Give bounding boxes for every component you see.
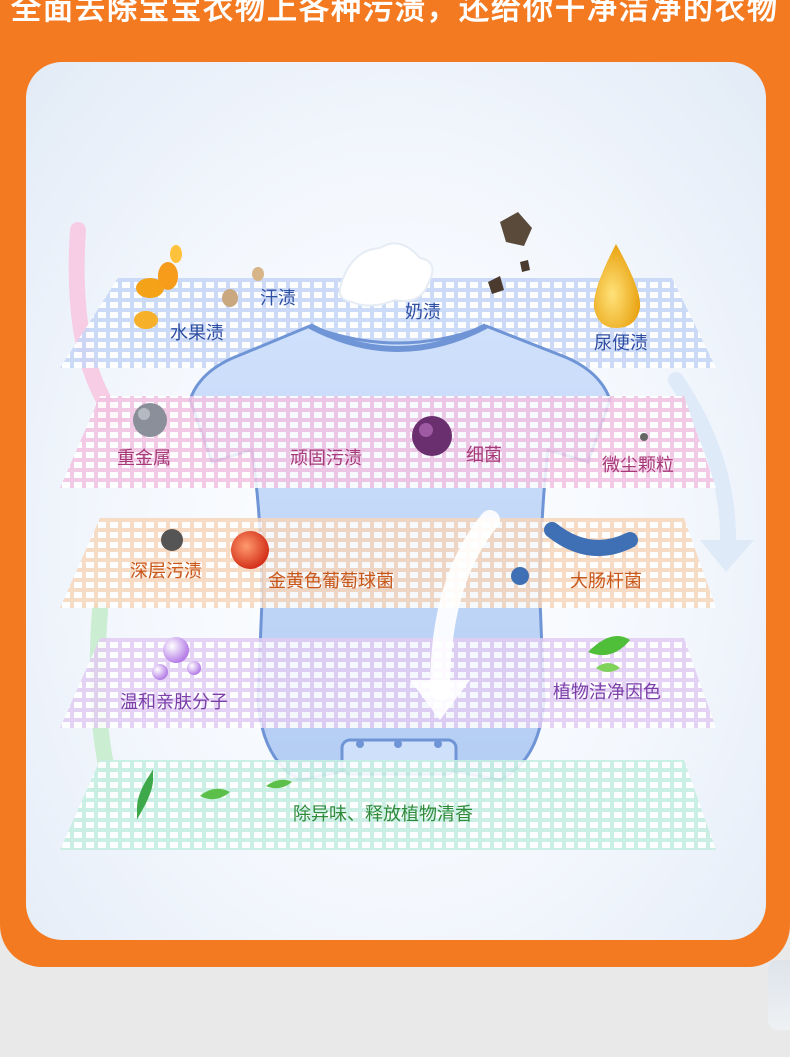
label-urine-stain: 尿便渍 (594, 333, 648, 354)
label-heavy-metal: 重金属 (117, 448, 171, 469)
corner-decoration (768, 960, 790, 1030)
label-milk-stain: 奶渍 (405, 302, 441, 323)
label-ecoli: 大肠杆菌 (570, 571, 642, 592)
label-fruit-stain: 水果渍 (170, 323, 224, 344)
label-dust: 微尘颗粒 (602, 455, 674, 476)
label-deep-stain: 深层污渍 (130, 561, 202, 582)
page-title: 全面去除宝宝衣物上各种污渍，还给你干净洁净的衣物 (11, 0, 779, 27)
label-bacteria: 细菌 (466, 445, 502, 466)
label-gentle-molecule: 温和亲肤分子 (120, 692, 228, 713)
label-staphylococcus: 金黄色葡萄球菌 (268, 571, 394, 592)
label-fresh-scent: 除异味、释放植物清香 (293, 804, 473, 825)
label-stubborn-stain: 顽固污渍 (290, 448, 362, 469)
bottom-area (0, 967, 790, 1057)
label-plant-clean: 植物洁净因色 (553, 682, 661, 703)
label-sweat-stain: 汗渍 (260, 288, 296, 309)
